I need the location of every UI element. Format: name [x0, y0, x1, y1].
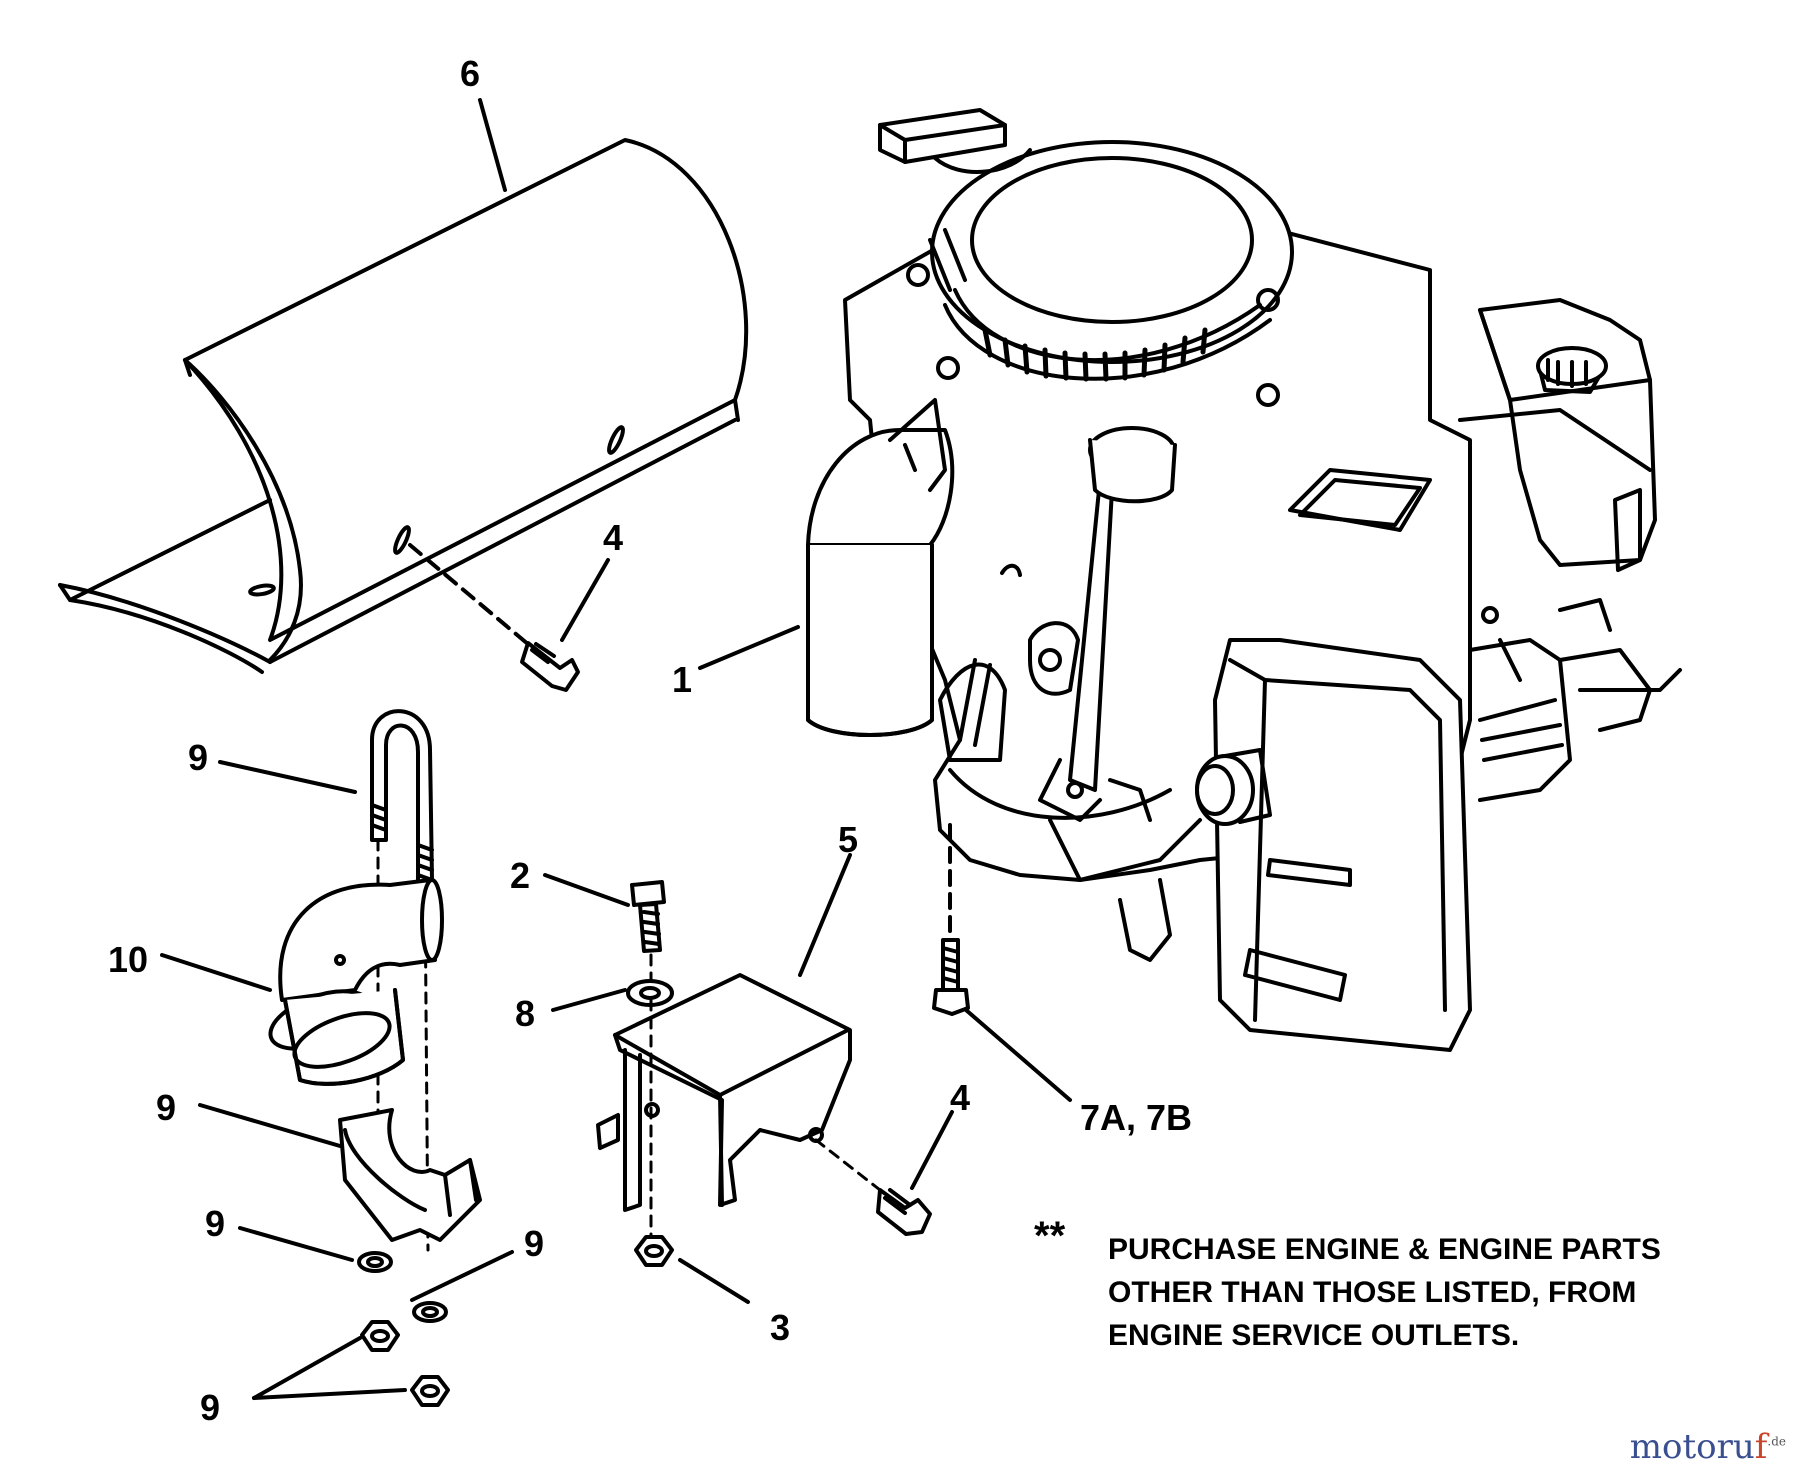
bolt-part-7	[932, 823, 970, 1016]
callout-1: 1	[672, 659, 693, 700]
note-marker: **	[1034, 1214, 1066, 1258]
callout-4-lower: 4	[950, 1077, 971, 1118]
callout-5: 5	[838, 819, 859, 860]
watermark-accent: f	[1754, 1427, 1768, 1467]
callout-4-upper: 4	[603, 517, 624, 558]
watermark-suffix: .de	[1767, 1434, 1786, 1449]
callout-9-clamp: 9	[156, 1087, 177, 1128]
washers-nuts-part-9	[357, 1251, 450, 1407]
note-line-2: OTHER THAN THOSE LISTED, FROM	[1108, 1276, 1637, 1309]
bolt-part-4-upper	[408, 543, 580, 692]
bolt-part-4-lower	[876, 1188, 932, 1236]
callout-2: 2	[510, 855, 531, 896]
elbow-pipe-part-10	[268, 878, 444, 1086]
callout-9-washer-right: 9	[524, 1223, 545, 1264]
bracket-part-5	[596, 973, 882, 1242]
purchase-note: PURCHASE ENGINE & ENGINE PARTS OTHER THA…	[1108, 1228, 1661, 1357]
note-line-3: ENGINE SERVICE OUTLETS.	[1108, 1319, 1520, 1352]
note-line-1: PURCHASE ENGINE & ENGINE PARTS	[1108, 1233, 1661, 1266]
nut-part-3	[634, 1235, 674, 1267]
callout-6: 6	[460, 53, 481, 94]
callout-10: 10	[108, 939, 149, 980]
callout-8: 8	[515, 993, 536, 1034]
watermark-logo: motoruf.de	[1630, 1427, 1786, 1467]
watermark-main: motoru	[1629, 1427, 1755, 1467]
callout-9-ubolt: 9	[188, 737, 209, 778]
saddle-clamp-part-9	[338, 1108, 482, 1242]
bolt-part-2	[630, 880, 666, 1007]
heat-shield-part-6	[58, 138, 749, 674]
leader-lines	[160, 98, 1072, 1400]
callout-7a-7b: 7A, 7B	[1080, 1097, 1193, 1138]
callout-9-nuts: 9	[200, 1387, 221, 1428]
callout-3: 3	[770, 1307, 791, 1348]
engine-part-1	[806, 108, 1682, 1052]
callout-9-washer-left: 9	[205, 1203, 226, 1244]
